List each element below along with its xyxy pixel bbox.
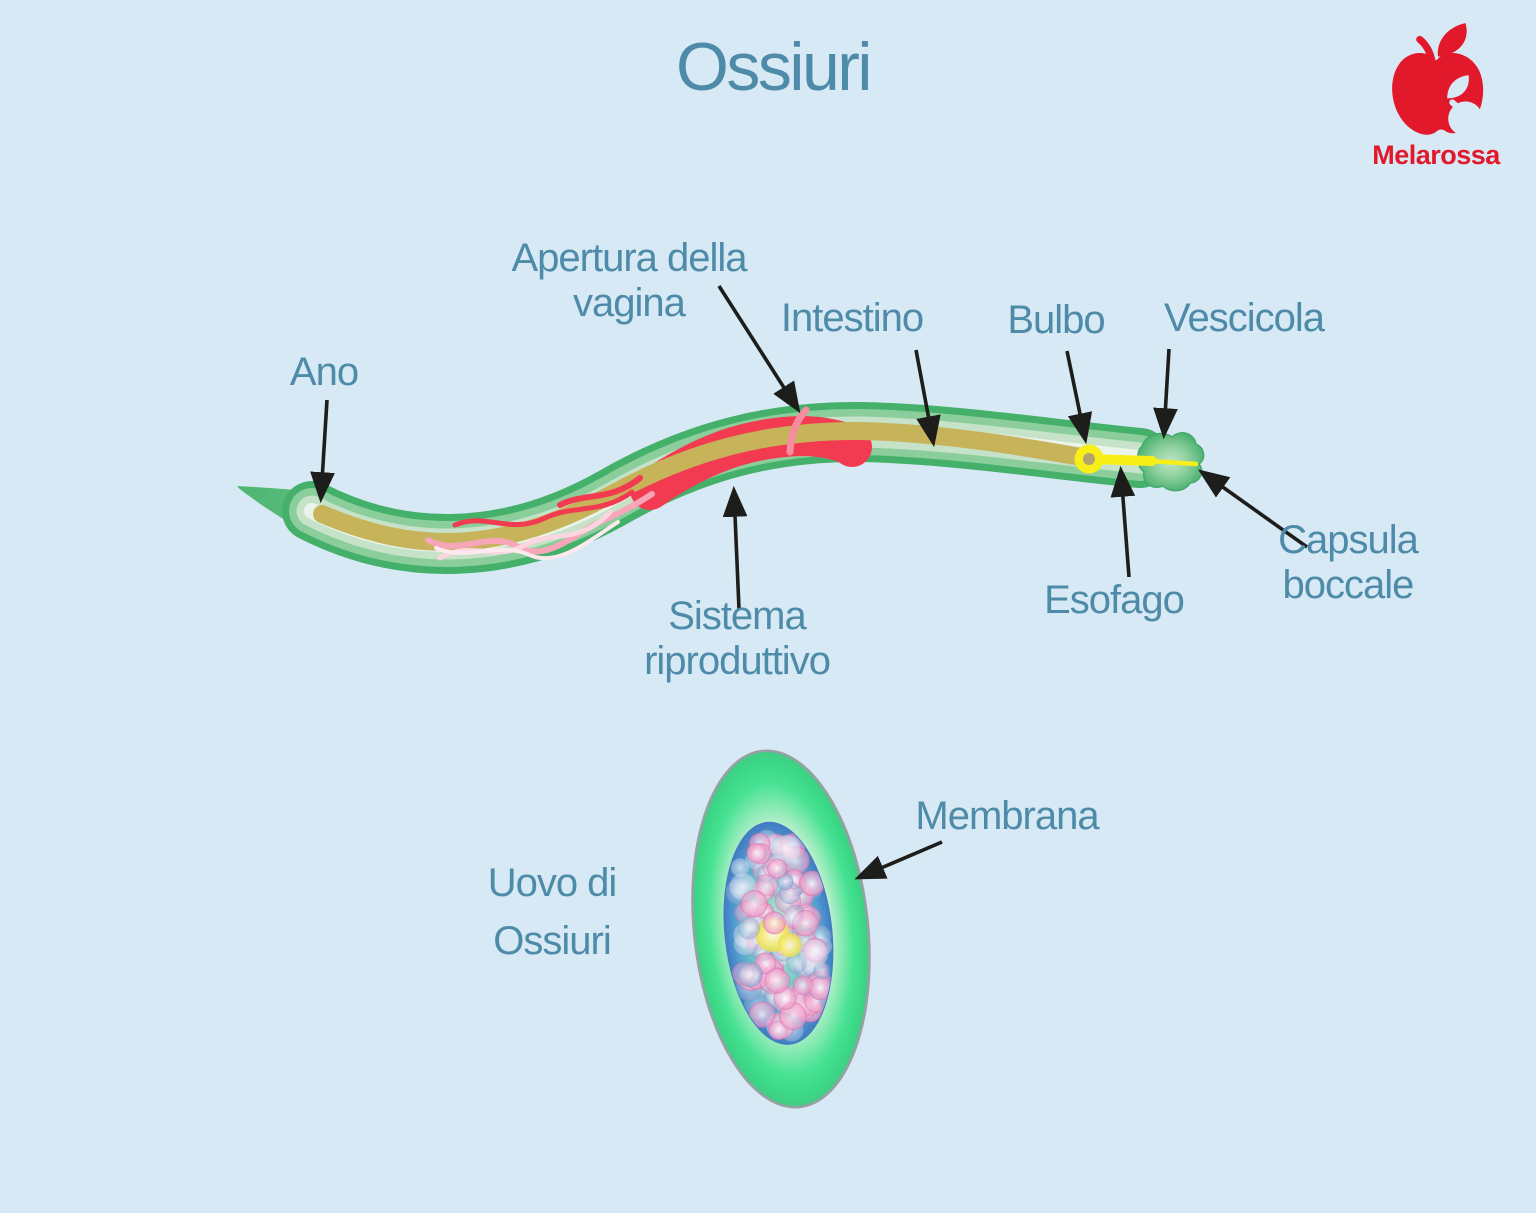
- brand-logo: Melarossa: [1358, 16, 1514, 171]
- egg-cells: [725, 829, 833, 1042]
- annotation-arrows: [310, 285, 1309, 880]
- worm-bulb: [1074, 444, 1104, 474]
- arrow-vescicola: [1153, 348, 1178, 440]
- label-vescicola: Vescicola: [1164, 296, 1325, 340]
- page-title: Ossiuri: [675, 29, 873, 105]
- pinworm-illustration: [237, 401, 1205, 574]
- worm-vagina-opening: [786, 406, 810, 456]
- arrow-esofago: [1110, 465, 1136, 578]
- label-capsula-boccale: Capsula boccale: [1278, 518, 1419, 608]
- arrow-ano: [310, 399, 335, 504]
- brand-name: Melarossa: [1372, 140, 1500, 170]
- arrow-apertura-vagina: [717, 285, 801, 414]
- worm-reproductive-tubes: [425, 475, 655, 561]
- label-uovo-di-ossiuri: Uovo di Ossiuri: [487, 861, 618, 963]
- pinworm-egg-illustration: [691, 749, 871, 1109]
- arrow-intestino: [914, 349, 941, 448]
- arrow-membrana: [854, 840, 943, 880]
- arrow-capsula-boccale: [1197, 469, 1309, 549]
- label-apertura-vagina: Apertura della vagina: [511, 236, 747, 326]
- label-membrana: Membrana: [915, 794, 1099, 838]
- label-esofago: Esofago: [1044, 578, 1185, 622]
- melarossa-apple-icon: [1392, 23, 1484, 136]
- label-intestino: Intestino: [780, 296, 924, 340]
- label-bulbo: Bulbo: [1007, 298, 1105, 342]
- arrow-sistema-riproduttivo: [722, 485, 748, 610]
- worm-intestine: [313, 421, 1096, 552]
- label-sistema-riproduttivo: Sistema riproduttivo: [644, 594, 831, 684]
- arrow-bulbo: [1065, 350, 1093, 445]
- label-ano: Ano: [289, 350, 359, 394]
